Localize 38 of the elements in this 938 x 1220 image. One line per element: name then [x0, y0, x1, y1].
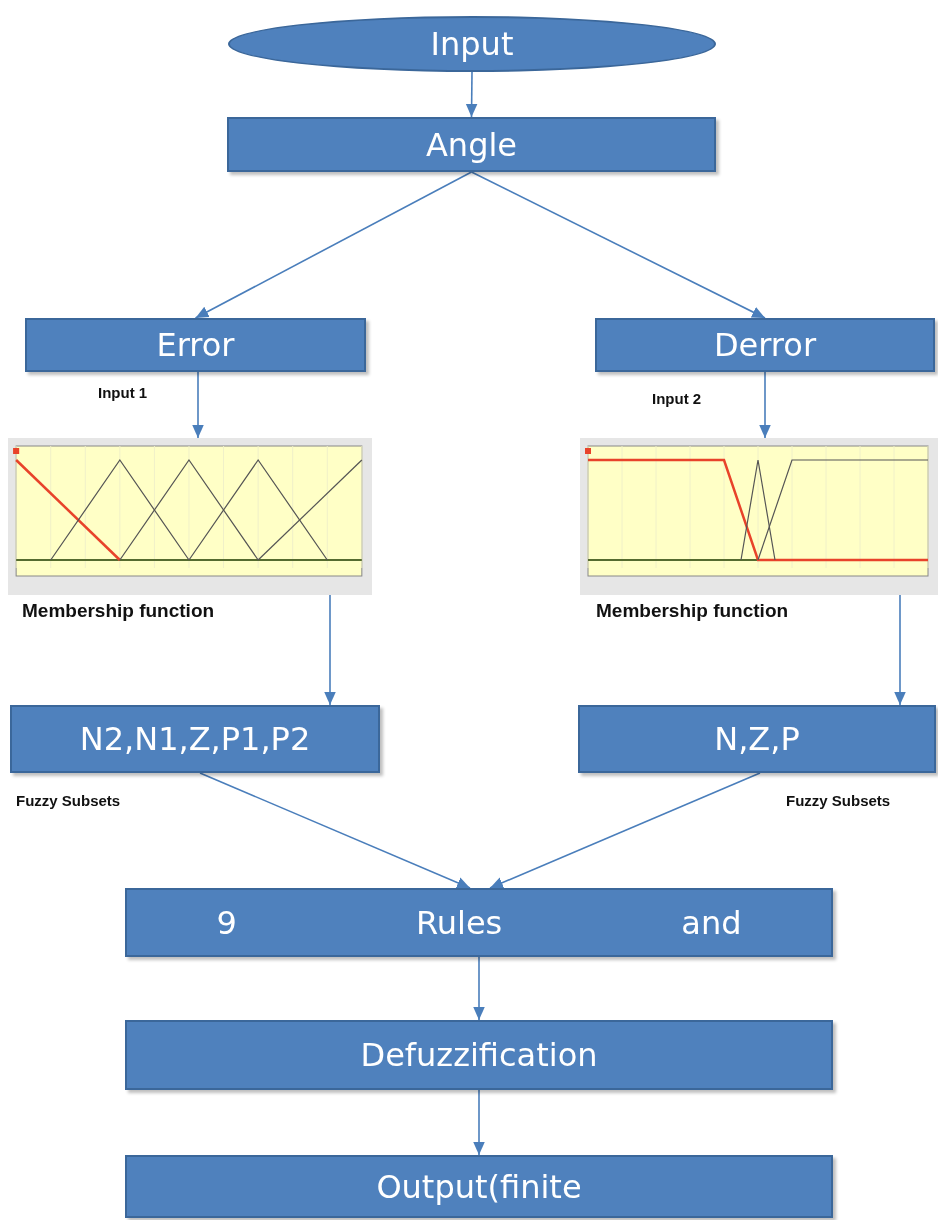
node-label: N2,N1,Z,P1,P2 — [79, 723, 311, 755]
node-label: Output(finite — [376, 1170, 582, 1203]
process-box — [125, 888, 833, 957]
node-label: N,Z,P — [714, 723, 800, 755]
process-box — [25, 318, 366, 372]
arrow — [465, 71, 478, 118]
side-caption: Membership function — [596, 600, 789, 622]
node-label: Input — [430, 28, 514, 60]
side-caption: Fuzzy Subsets — [786, 792, 891, 809]
node-label: Rules — [415, 906, 503, 939]
node-label: Error — [156, 329, 235, 361]
side-caption: Input 2 — [652, 390, 702, 407]
side-caption: Input 1 — [98, 384, 148, 401]
node-label: and — [681, 906, 742, 939]
process-box — [10, 705, 380, 773]
side-caption: Fuzzy Subsets — [16, 792, 121, 809]
arrow — [473, 956, 485, 1021]
membership-function-plot — [8, 438, 372, 595]
arrow — [199, 772, 471, 889]
arrow — [194, 171, 473, 319]
process-box — [125, 1155, 833, 1218]
arrow — [192, 371, 204, 439]
process-box — [227, 117, 716, 172]
arrow — [470, 171, 766, 319]
process-box — [578, 705, 936, 773]
membership-function-plot — [580, 438, 938, 595]
arrow — [894, 594, 906, 706]
node-label: Derror — [713, 329, 817, 361]
process-box — [125, 1020, 833, 1090]
node-label: 9 — [216, 906, 237, 939]
arrow — [324, 594, 336, 706]
process-box — [595, 318, 935, 372]
node-label: Defuzzification — [360, 1039, 598, 1071]
side-caption: Membership function — [22, 600, 215, 622]
arrow — [759, 371, 771, 439]
node-label: Angle — [425, 128, 518, 161]
arrow — [489, 772, 761, 889]
arrow — [473, 1089, 485, 1156]
